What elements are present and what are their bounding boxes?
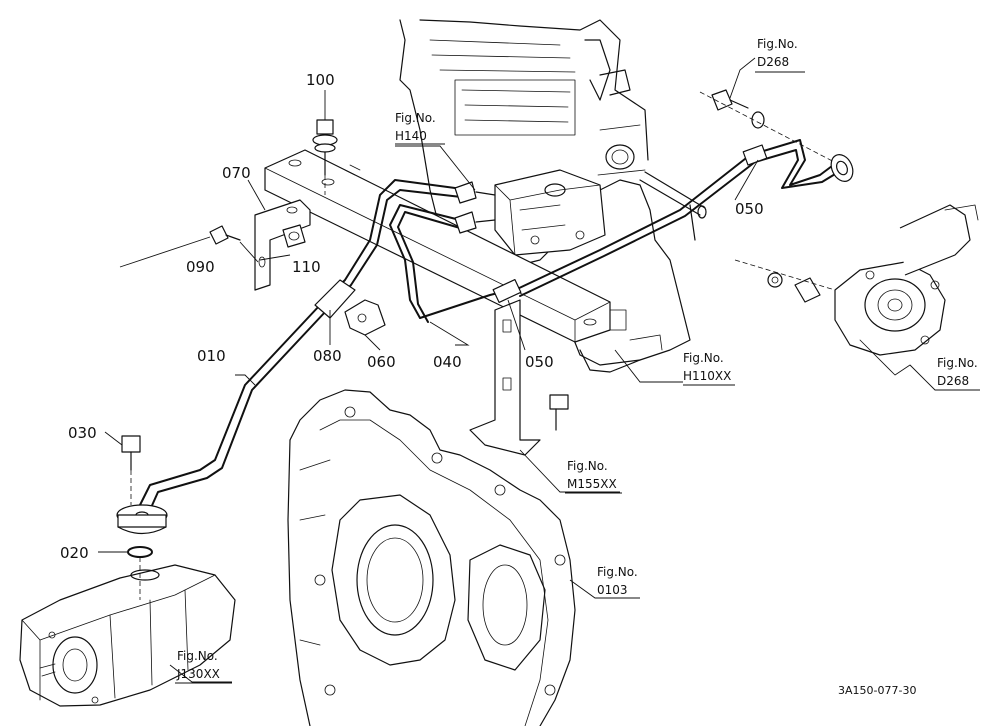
clamp-060 xyxy=(344,299,386,336)
label-part-020: 020 xyxy=(60,544,89,562)
figref-label-d268-right: Fig.No. xyxy=(937,356,978,370)
figref-0103: 0103 xyxy=(597,583,628,597)
figref-label-j130xx: Fig.No. xyxy=(177,649,218,663)
bolt-lower-middle xyxy=(549,394,569,431)
label-part-090: 090 xyxy=(186,258,215,276)
label-part-040: 040 xyxy=(433,353,462,371)
bolt-030 xyxy=(121,435,141,505)
figref-label-d268-top: Fig.No. xyxy=(757,37,798,51)
figref-label-0103: Fig.No. xyxy=(597,565,638,579)
label-part-050-lower: 050 xyxy=(525,353,554,371)
bolt-090 xyxy=(209,225,259,263)
fittings xyxy=(454,181,496,234)
banjo-bolt-upper-right xyxy=(699,89,841,166)
leader-lines xyxy=(98,57,980,684)
figref-m155xx: M155XX xyxy=(567,477,617,491)
label-part-070: 070 xyxy=(222,164,251,182)
figref-label-m155xx: Fig.No. xyxy=(567,459,608,473)
label-part-030: 030 xyxy=(68,424,97,442)
drawing-code: 3A150-077-30 xyxy=(838,684,916,697)
label-part-050-upper: 050 xyxy=(735,200,764,218)
shaft-pin xyxy=(639,171,707,241)
figref-d268-top: D268 xyxy=(757,55,789,69)
gear-case xyxy=(287,389,576,726)
bolt-100 xyxy=(312,119,338,195)
figref-h110xx: H110XX xyxy=(683,369,731,383)
label-part-100: 100 xyxy=(306,71,335,89)
hydraulic-pump xyxy=(19,564,236,707)
figref-d268-right: D268 xyxy=(937,374,969,388)
fuel-feed-pump xyxy=(734,204,979,376)
label-part-080: 080 xyxy=(313,347,342,365)
pipe-010 xyxy=(116,179,471,535)
figref-label-h110xx: Fig.No. xyxy=(683,351,724,365)
label-part-010: 010 xyxy=(197,347,226,365)
bracket-070 xyxy=(254,199,311,291)
label-part-110: 110 xyxy=(292,258,321,276)
vertical-bracket xyxy=(469,299,541,456)
figref-label-h140: Fig.No. xyxy=(395,111,436,125)
label-part-060: 060 xyxy=(367,353,396,371)
pipe-050 xyxy=(492,139,854,304)
figref-h140: H140 xyxy=(395,129,427,143)
injection-pump xyxy=(494,169,606,256)
figref-j130xx: J130XX xyxy=(176,667,220,681)
nut-110 xyxy=(282,224,306,248)
